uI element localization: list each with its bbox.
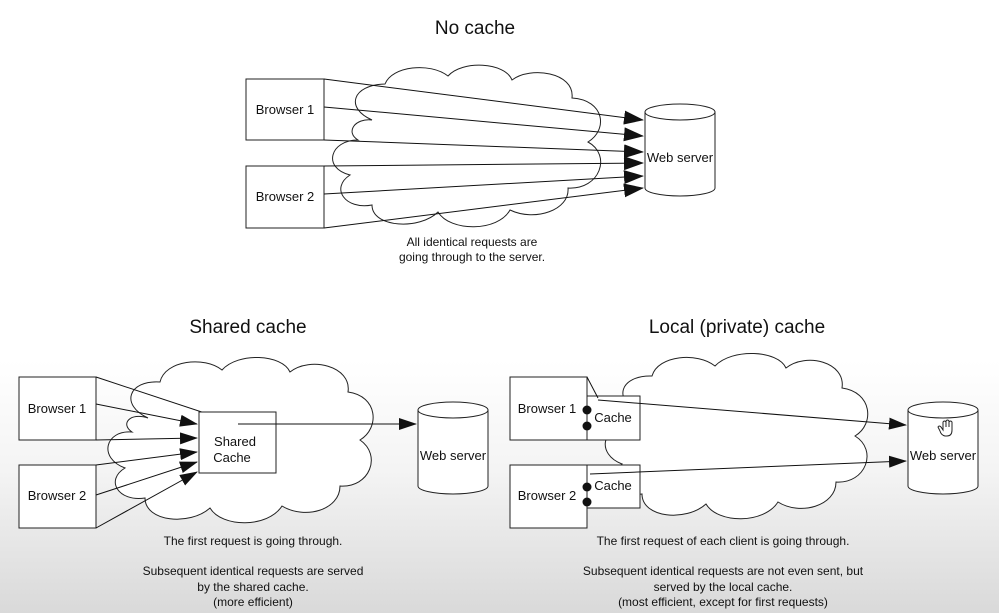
local-cache-caption-line-1: The first request of each client is goin… bbox=[597, 534, 850, 548]
local-cache-connector-dot bbox=[582, 405, 592, 415]
local-cache-caption-line-2: Subsequent identical requests are not ev… bbox=[583, 564, 864, 578]
local-cache-diagram: Local (private) cache Browser 1 Browser … bbox=[509, 317, 979, 609]
no-cache-browser-2 bbox=[245, 165, 325, 229]
shared-cache-label-line-1: Shared bbox=[214, 434, 256, 449]
shared-cache-caption-line-3: by the shared cache. bbox=[197, 580, 308, 594]
local-cache-web-server-label: Web server bbox=[910, 448, 977, 463]
local-cache-caption-line-4: (most efficient, except for first reques… bbox=[618, 595, 828, 609]
local-cache-connector-dot bbox=[582, 421, 592, 431]
local-cache-title: Local (private) cache bbox=[649, 317, 825, 338]
shared-cache-caption-line-1: The first request is going through. bbox=[164, 534, 343, 548]
no-cache-caption-line-2: going through to the server. bbox=[399, 250, 545, 264]
local-cache-box-1 bbox=[586, 395, 641, 441]
no-cache-title: No cache bbox=[435, 18, 515, 39]
local-cache-request-arrow-2 bbox=[589, 455, 907, 475]
no-cache-diagram: No cache Browser 1 Browser 2 Web server … bbox=[245, 18, 716, 264]
no-cache-network-cloud bbox=[332, 64, 602, 228]
no-cache-request-arrows bbox=[323, 78, 644, 229]
shared-cache-diagram: Shared cache Browser 1 Browser 2 Shared … bbox=[18, 317, 489, 609]
shared-cache-label-line-2: Cache bbox=[213, 450, 251, 465]
local-cache-web-server bbox=[907, 401, 979, 495]
shared-cache-box bbox=[198, 411, 277, 474]
local-cache-caption-line-3: served by the local cache. bbox=[654, 580, 793, 594]
shared-cache-web-server bbox=[417, 401, 489, 495]
shared-cache-title: Shared cache bbox=[189, 317, 306, 338]
local-cache-browser-1 bbox=[509, 376, 588, 441]
local-cache-request-arrow-1 bbox=[597, 399, 907, 430]
shared-cache-browser-2 bbox=[18, 464, 97, 529]
shared-cache-browser-2-label: Browser 2 bbox=[28, 488, 87, 503]
no-cache-web-server bbox=[644, 103, 716, 197]
shared-cache-browser-1 bbox=[18, 376, 97, 441]
no-cache-browser-2-label: Browser 2 bbox=[256, 189, 315, 204]
shared-cache-web-server-label: Web server bbox=[420, 448, 487, 463]
local-cache-connector-dot bbox=[582, 497, 592, 507]
local-cache-browser-2 bbox=[509, 464, 588, 529]
local-cache-box-2-label: Cache bbox=[594, 478, 632, 493]
local-cache-browser-2-label: Browser 2 bbox=[518, 488, 577, 503]
no-cache-web-server-label: Web server bbox=[647, 150, 714, 165]
shared-cache-browser-1-label: Browser 1 bbox=[28, 401, 87, 416]
local-cache-network-cloud bbox=[604, 353, 869, 520]
local-cache-box-1-label: Cache bbox=[594, 410, 632, 425]
no-cache-browser-1-label: Browser 1 bbox=[256, 102, 315, 117]
hand-cursor-icon bbox=[937, 419, 953, 437]
local-cache-connector-dot bbox=[582, 482, 592, 492]
no-cache-caption-line-1: All identical requests are bbox=[407, 235, 538, 249]
shared-cache-caption-line-2: Subsequent identical requests are served bbox=[143, 564, 364, 578]
local-cache-browser-1-label: Browser 1 bbox=[518, 401, 577, 416]
no-cache-browser-1 bbox=[245, 78, 325, 141]
shared-cache-caption-line-4: (more efficient) bbox=[213, 595, 293, 609]
